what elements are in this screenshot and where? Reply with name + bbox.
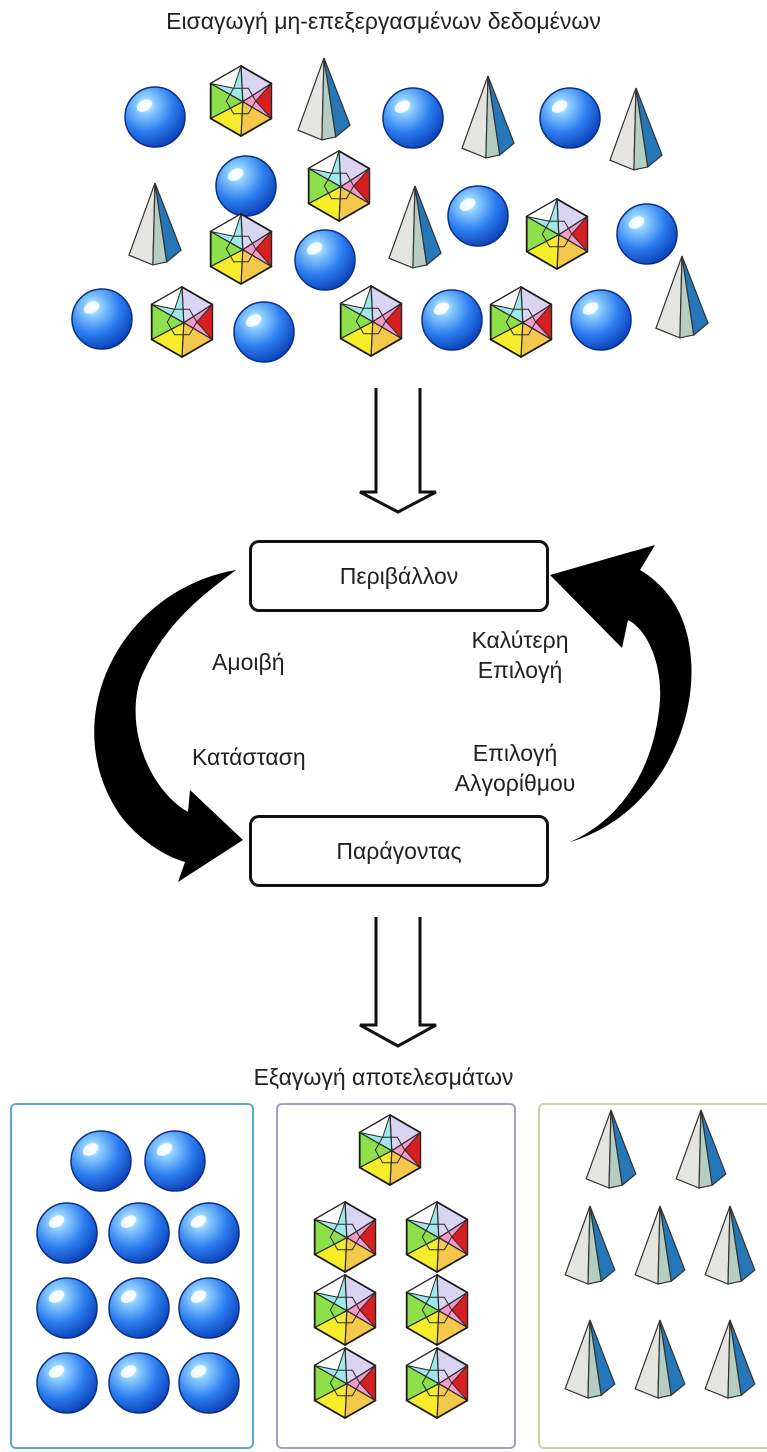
output-panel-spheres xyxy=(10,1103,254,1449)
reward-label: Αμοιβή xyxy=(212,649,285,675)
down-arrow-input xyxy=(359,388,437,514)
output-panel-polyhedra xyxy=(276,1103,516,1449)
agent-label: Παράγοντας xyxy=(336,837,462,864)
curved-arrow-left xyxy=(94,570,243,882)
state-label: Κατάσταση xyxy=(192,744,306,770)
environment-box: Περιβάλλον xyxy=(249,540,549,612)
down-arrow-output xyxy=(359,917,437,1048)
algorithm-choice-label: Επιλογή Αλγορίθμου xyxy=(454,740,576,796)
output-title: Εξαγωγή αποτελεσμάτων xyxy=(253,1064,514,1090)
agent-box: Παράγοντας xyxy=(249,815,549,887)
output-panel-pyramids xyxy=(538,1103,767,1449)
input-title: Εισαγωγή μη-επεξεργασμένων δεδομένων xyxy=(166,8,601,34)
curved-arrow-right xyxy=(550,545,692,842)
best-choice-label: Καλύτερη Επιλογή xyxy=(471,627,569,683)
environment-label: Περιβάλλον xyxy=(339,562,459,589)
